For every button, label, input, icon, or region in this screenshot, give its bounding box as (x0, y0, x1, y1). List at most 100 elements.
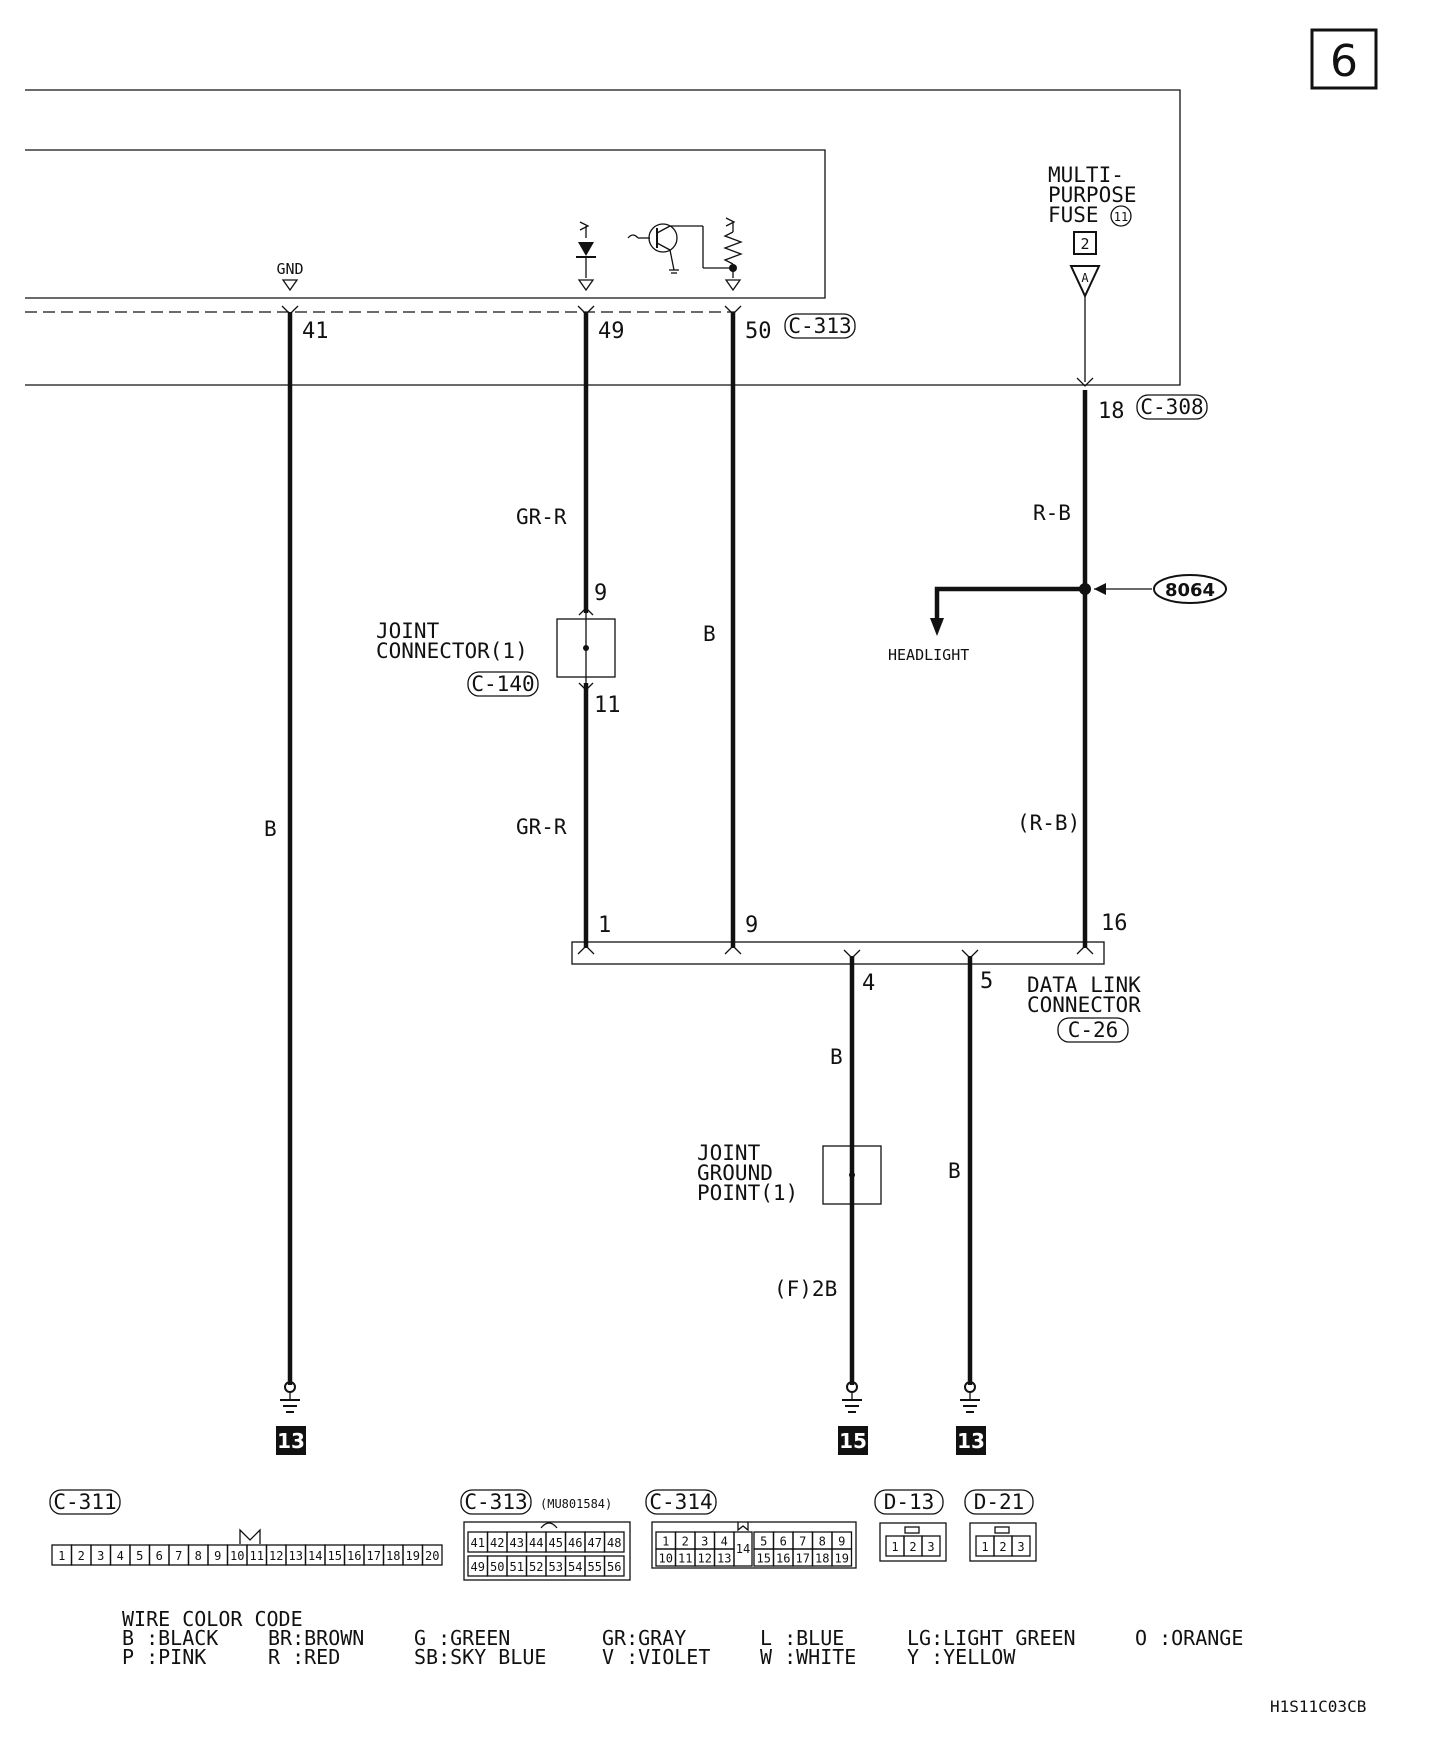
c314-pin-19-cell (831, 1548, 853, 1567)
c314-pin-2: 2 (682, 1535, 689, 1549)
multi-purpose-fuse: MULTI- PURPOSE FUSE 11 2 A (1048, 163, 1137, 387)
dlc-pin-5: 5 (980, 969, 993, 994)
splice-id: 8064 (1165, 580, 1215, 601)
legend-l: L :BLUE (760, 1626, 844, 1650)
c314-pin-18: 18 (815, 1552, 829, 1566)
jc-pin-11: 11 (594, 693, 621, 718)
c314-label: C-314 (649, 1490, 712, 1514)
page-number-box: 6 (1310, 28, 1378, 90)
c313-pin-46: 46 (568, 1536, 582, 1550)
c313-pin-42: 42 (490, 1536, 504, 1550)
legend-w: W :WHITE (760, 1645, 856, 1669)
c313-pin-56-cell (603, 1555, 625, 1577)
c314-pin-1: 1 (662, 1535, 669, 1549)
c313-pin-41: 41 (471, 1536, 485, 1550)
c311-pin-5: 5 (136, 1549, 143, 1563)
c313-pin-50: 50 (490, 1560, 504, 1574)
pin-49: 49 (598, 319, 625, 344)
c314-pin-14: 14 (736, 1542, 750, 1556)
c311-pin-8: 8 (195, 1549, 202, 1563)
jc-connector-id: C-140 (471, 672, 534, 696)
legend-gr: GR:GRAY (602, 1626, 686, 1650)
c313-pin-48-cell (603, 1531, 625, 1553)
c313-pin-49: 49 (471, 1560, 485, 1574)
c311-pin-4: 4 (117, 1549, 124, 1563)
pin-50: 50 (745, 319, 772, 344)
c313-pin-52: 52 (529, 1560, 543, 1574)
fuse-label-line2: PURPOSE (1048, 183, 1137, 207)
c314-pin-4: 4 (721, 1535, 728, 1549)
d21-pin-1: 1 (981, 1540, 988, 1554)
legend-br: BR:BROWN (268, 1626, 364, 1650)
c311-pin-14: 14 (308, 1549, 322, 1563)
module-pin-arrows (281, 305, 742, 315)
d21-pin-2: 2 (999, 1540, 1006, 1554)
wire-color-50: B (703, 622, 716, 646)
legend-v: V :VIOLET (602, 1645, 710, 1669)
wire-color-code-legend: WIRE COLOR CODE B :BLACK BR:BROWN G :GRE… (122, 1607, 1243, 1669)
c311-pin-7: 7 (175, 1549, 182, 1563)
wire-color-5: B (948, 1159, 961, 1183)
joint-ground-point-1: JOINT GROUND POINT(1) (697, 1141, 882, 1205)
jgp-label-line3: POINT(1) (697, 1181, 798, 1205)
dlc-connector-id: C-26 (1068, 1018, 1119, 1042)
fuse-label-line1: MULTI- (1048, 163, 1124, 187)
jgp-label-line1: JOINT (697, 1141, 761, 1165)
c311-pin-17: 17 (367, 1549, 381, 1563)
resistor-icon (723, 217, 743, 292)
wires (287, 312, 1088, 1385)
ground-3-number: 13 (957, 1429, 985, 1453)
gnd-label: GND (276, 260, 303, 278)
wire-color-4-top: B (830, 1045, 843, 1069)
c313-pin-53: 53 (549, 1560, 563, 1574)
dlc-pin-1: 1 (598, 913, 611, 938)
c313-pin-51: 51 (510, 1560, 524, 1574)
legend-o: O :ORANGE (1135, 1626, 1243, 1650)
joint-connector-1: 9 11 JOINT CONNECTOR(1) C-140 (376, 581, 621, 718)
module-internal-symbols: GND (276, 217, 743, 292)
c311-pin-2: 2 (78, 1549, 85, 1563)
c314-pin-9: 9 (838, 1535, 845, 1549)
c313-part-number: (MU801584) (540, 1497, 612, 1511)
c311-pin-13: 13 (289, 1549, 303, 1563)
legend-sb: SB:SKY BLUE (414, 1645, 546, 1669)
c314-pin-17: 17 (796, 1552, 810, 1566)
legend-p: P :PINK (122, 1645, 206, 1669)
fuse-label-line3: FUSE (1048, 203, 1099, 227)
ground-symbol-1: 13 (276, 1381, 306, 1455)
transistor-icon (627, 223, 733, 274)
wire-color-18-bottom: (R-B) (1017, 811, 1080, 835)
d13-pin-2: 2 (909, 1540, 916, 1554)
c313-pin-47: 47 (588, 1536, 602, 1550)
jgp-label-line2: GROUND (697, 1161, 773, 1185)
c314-pin-7: 7 (799, 1535, 806, 1549)
c311-pin-16: 16 (347, 1549, 361, 1563)
c314-pin-11: 11 (678, 1552, 692, 1566)
c313-pin-55: 55 (588, 1560, 602, 1574)
dlc-pin-4: 4 (862, 971, 875, 996)
legend-y: Y :YELLOW (907, 1645, 1016, 1669)
d21-pin-3: 3 (1017, 1540, 1024, 1554)
diode-icon (576, 221, 596, 292)
c311-label: C-311 (53, 1490, 116, 1514)
jc-pin-9: 9 (594, 581, 607, 606)
c314-pin-15: 15 (757, 1552, 771, 1566)
c314-pin-12: 12 (698, 1552, 712, 1566)
c313-pin-48: 48 (607, 1536, 621, 1550)
c311-pin-11: 11 (250, 1549, 264, 1563)
c313-pin-54: 54 (568, 1560, 582, 1574)
wire-color-49-bottom: GR-R (516, 815, 567, 839)
connector-c313-id: C-313 (788, 314, 851, 338)
jc-label-line1: JOINT (376, 619, 440, 643)
ground-1-number: 13 (277, 1429, 305, 1453)
d13-label: D-13 (884, 1490, 935, 1514)
d21-pin-3-cell (1011, 1535, 1031, 1557)
page-number: 6 (1330, 36, 1358, 87)
c313-pin-56: 56 (607, 1560, 621, 1574)
d13-pin-3-cell (921, 1535, 941, 1557)
